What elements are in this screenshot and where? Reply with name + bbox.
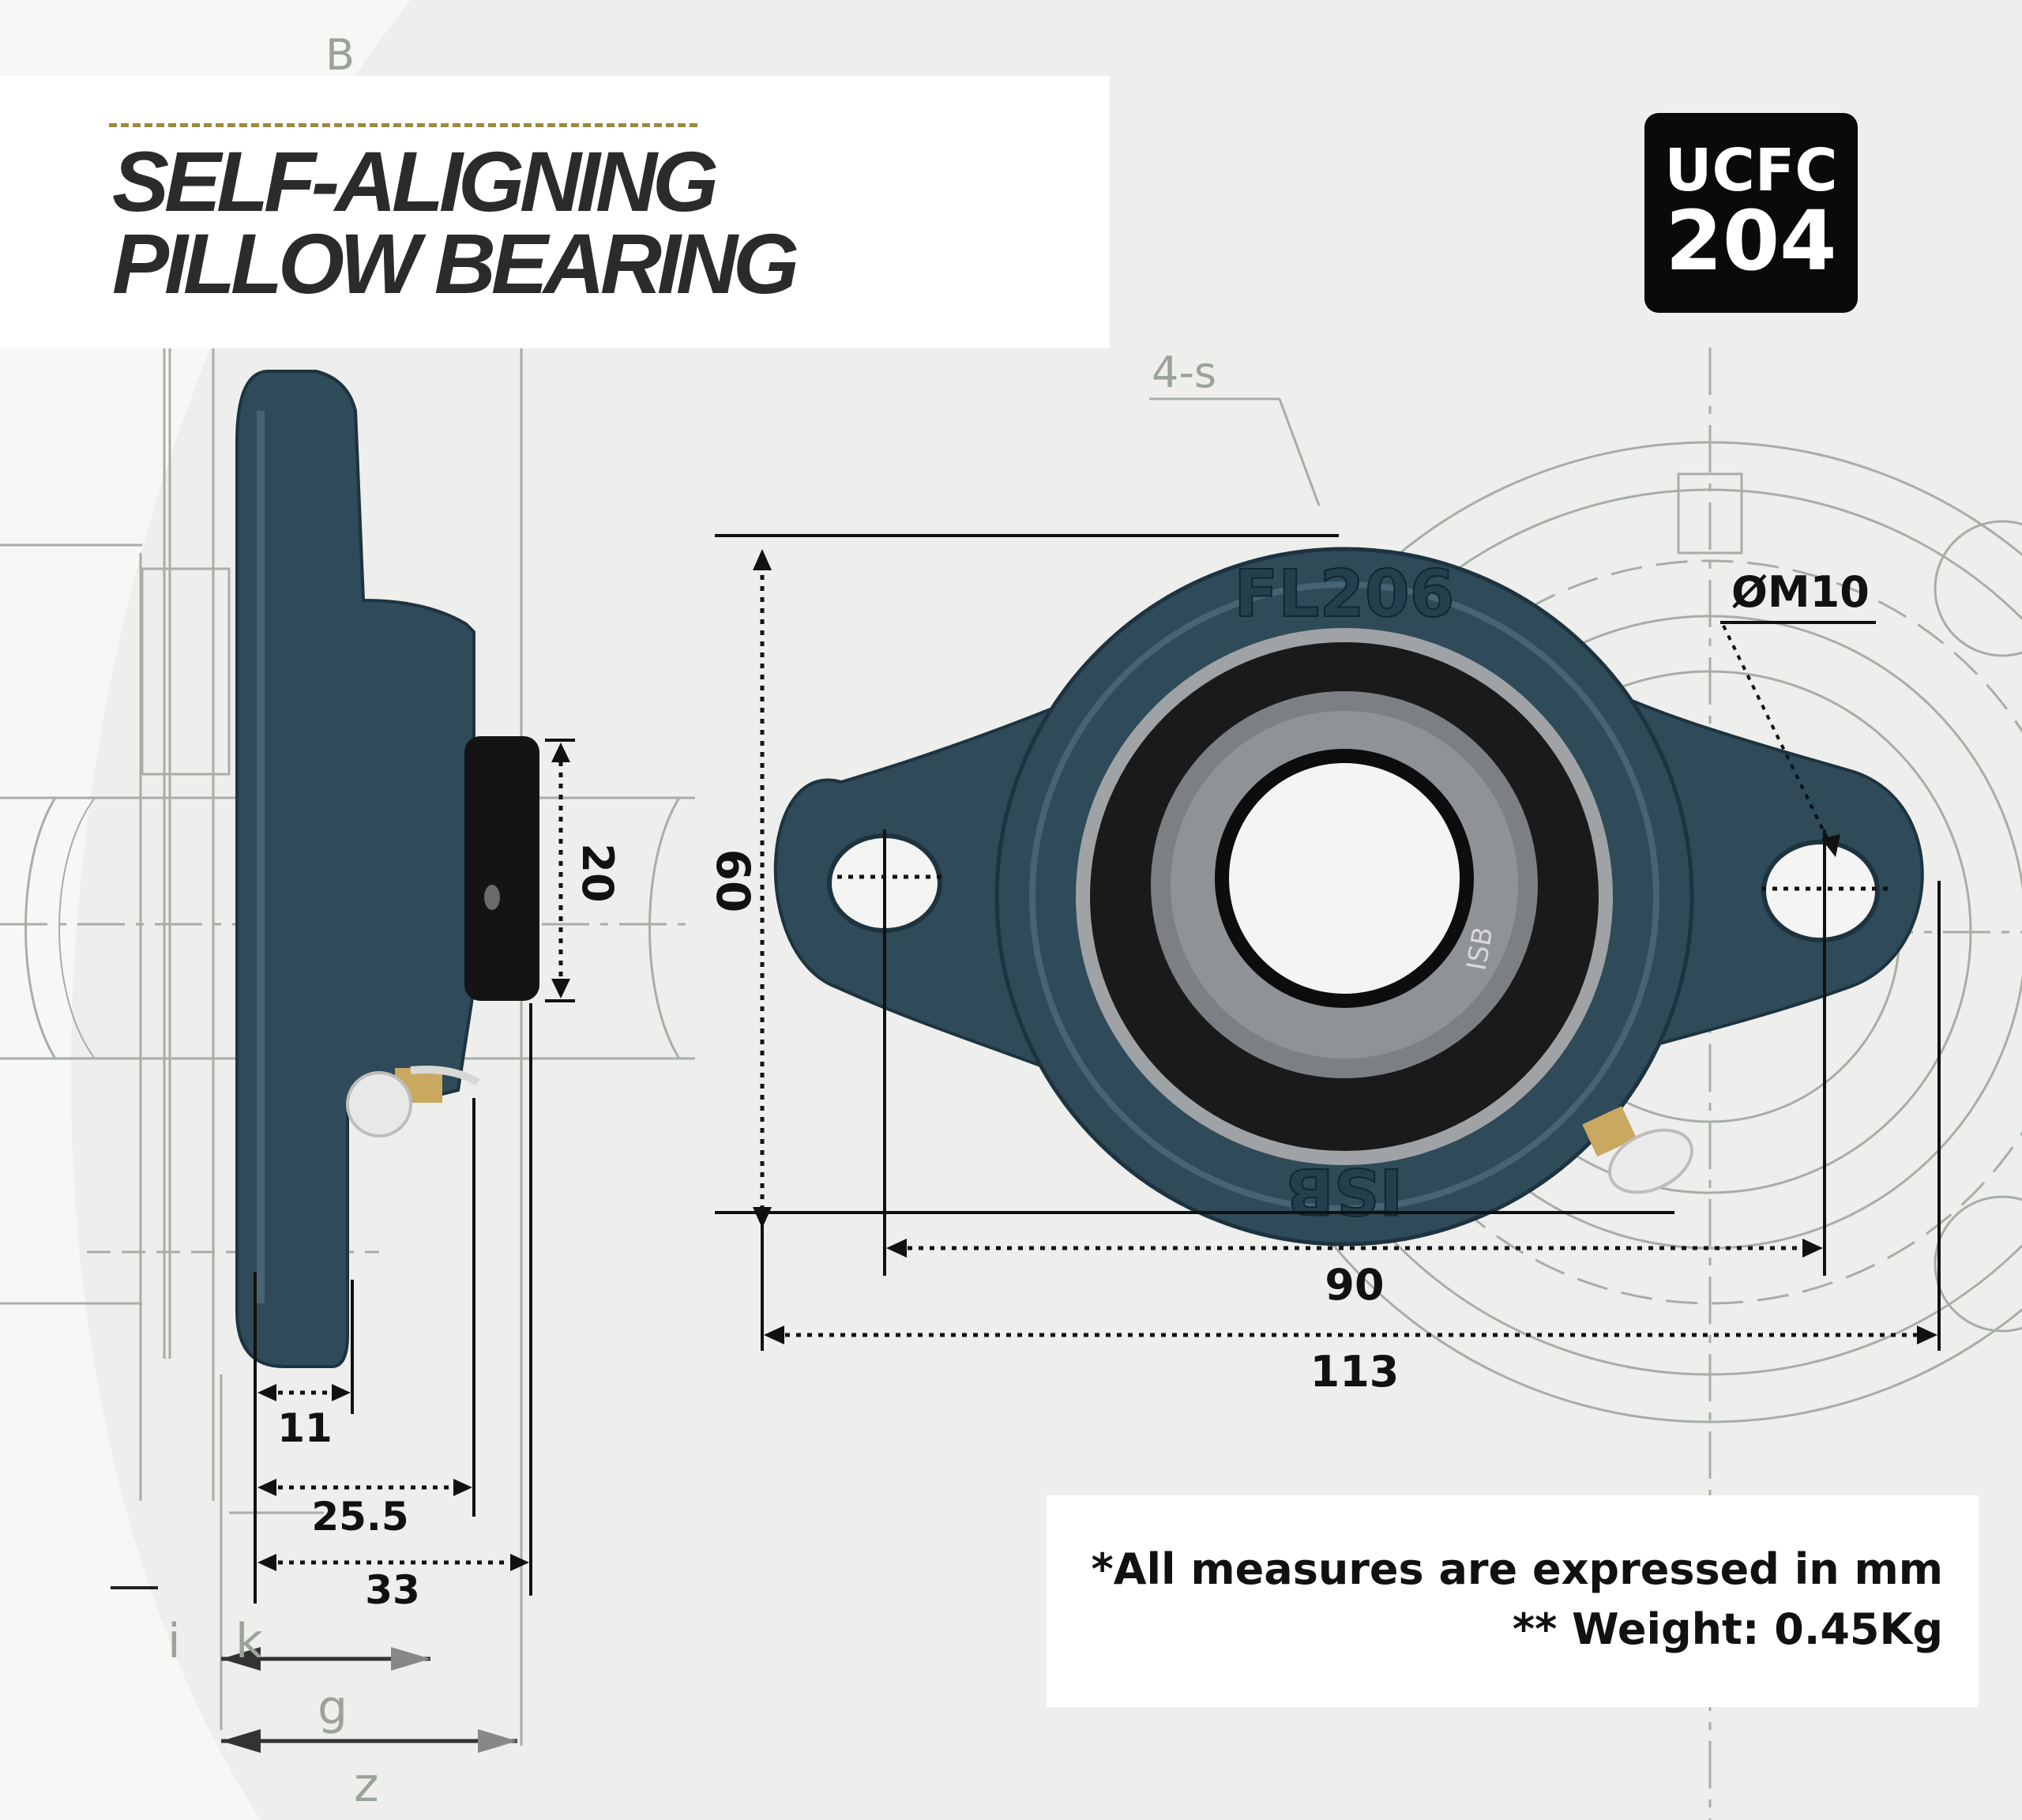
model-badge-series: UCFC	[1664, 137, 1838, 205]
drawing-label-4s: 4-s	[1152, 348, 1216, 397]
dim-label-11: 11	[277, 1405, 333, 1451]
insert-mark: ISB	[1460, 925, 1499, 973]
bearing-side-view	[235, 370, 539, 1368]
dim-label-90: 90	[1325, 1260, 1384, 1310]
dim-label-m10: ØM10	[1731, 567, 1870, 617]
weight-note: ** Weight: 0.45Kg	[1512, 1604, 1943, 1654]
drawing-label-z: z	[354, 1758, 379, 1813]
bearing-front-view: FL206 ISB ISB	[773, 547, 1924, 1247]
dim-label-113: 113	[1310, 1347, 1400, 1397]
drawing-label-g: g	[318, 1680, 348, 1735]
front-grease-nipple	[1582, 1106, 1693, 1194]
background-light-lens	[0, 0, 411, 1820]
drawing-label-i: i	[167, 1614, 181, 1669]
units-note: *All measures are expressed in mm	[1091, 1544, 1943, 1594]
title-panel: SELF-ALIGNING PILLOW BEARING	[0, 76, 1110, 348]
casting-mark-bottom: ISB	[1286, 1154, 1403, 1228]
title-divider	[109, 123, 697, 127]
dim-label-60: 60	[706, 849, 760, 913]
dimension-lines	[254, 534, 1941, 1604]
title-line-1: SELF-ALIGNING	[112, 133, 719, 229]
side-flange	[235, 370, 475, 1368]
drawing-label-k: k	[235, 1614, 263, 1669]
side-grease-nipple	[346, 1066, 480, 1138]
dim-label-20: 20	[573, 843, 622, 902]
dim-label-25-5: 25.5	[311, 1494, 408, 1540]
casting-mark-top: FL206	[1234, 557, 1454, 632]
drawing-label-b: B	[325, 30, 355, 80]
side-insert	[464, 736, 539, 1001]
bore	[1215, 749, 1474, 1008]
dim-label-33: 33	[365, 1567, 420, 1613]
page-title: SELF-ALIGNING PILLOW BEARING	[112, 133, 799, 311]
model-badge-number: 204	[1665, 193, 1837, 289]
right-mount-hole	[1761, 840, 1880, 942]
model-badge: UCFC 204	[1644, 113, 1858, 313]
notes-panel: *All measures are expressed in mm ** Wei…	[1047, 1495, 1979, 1707]
title-line-2: PILLOW BEARING	[112, 216, 799, 311]
